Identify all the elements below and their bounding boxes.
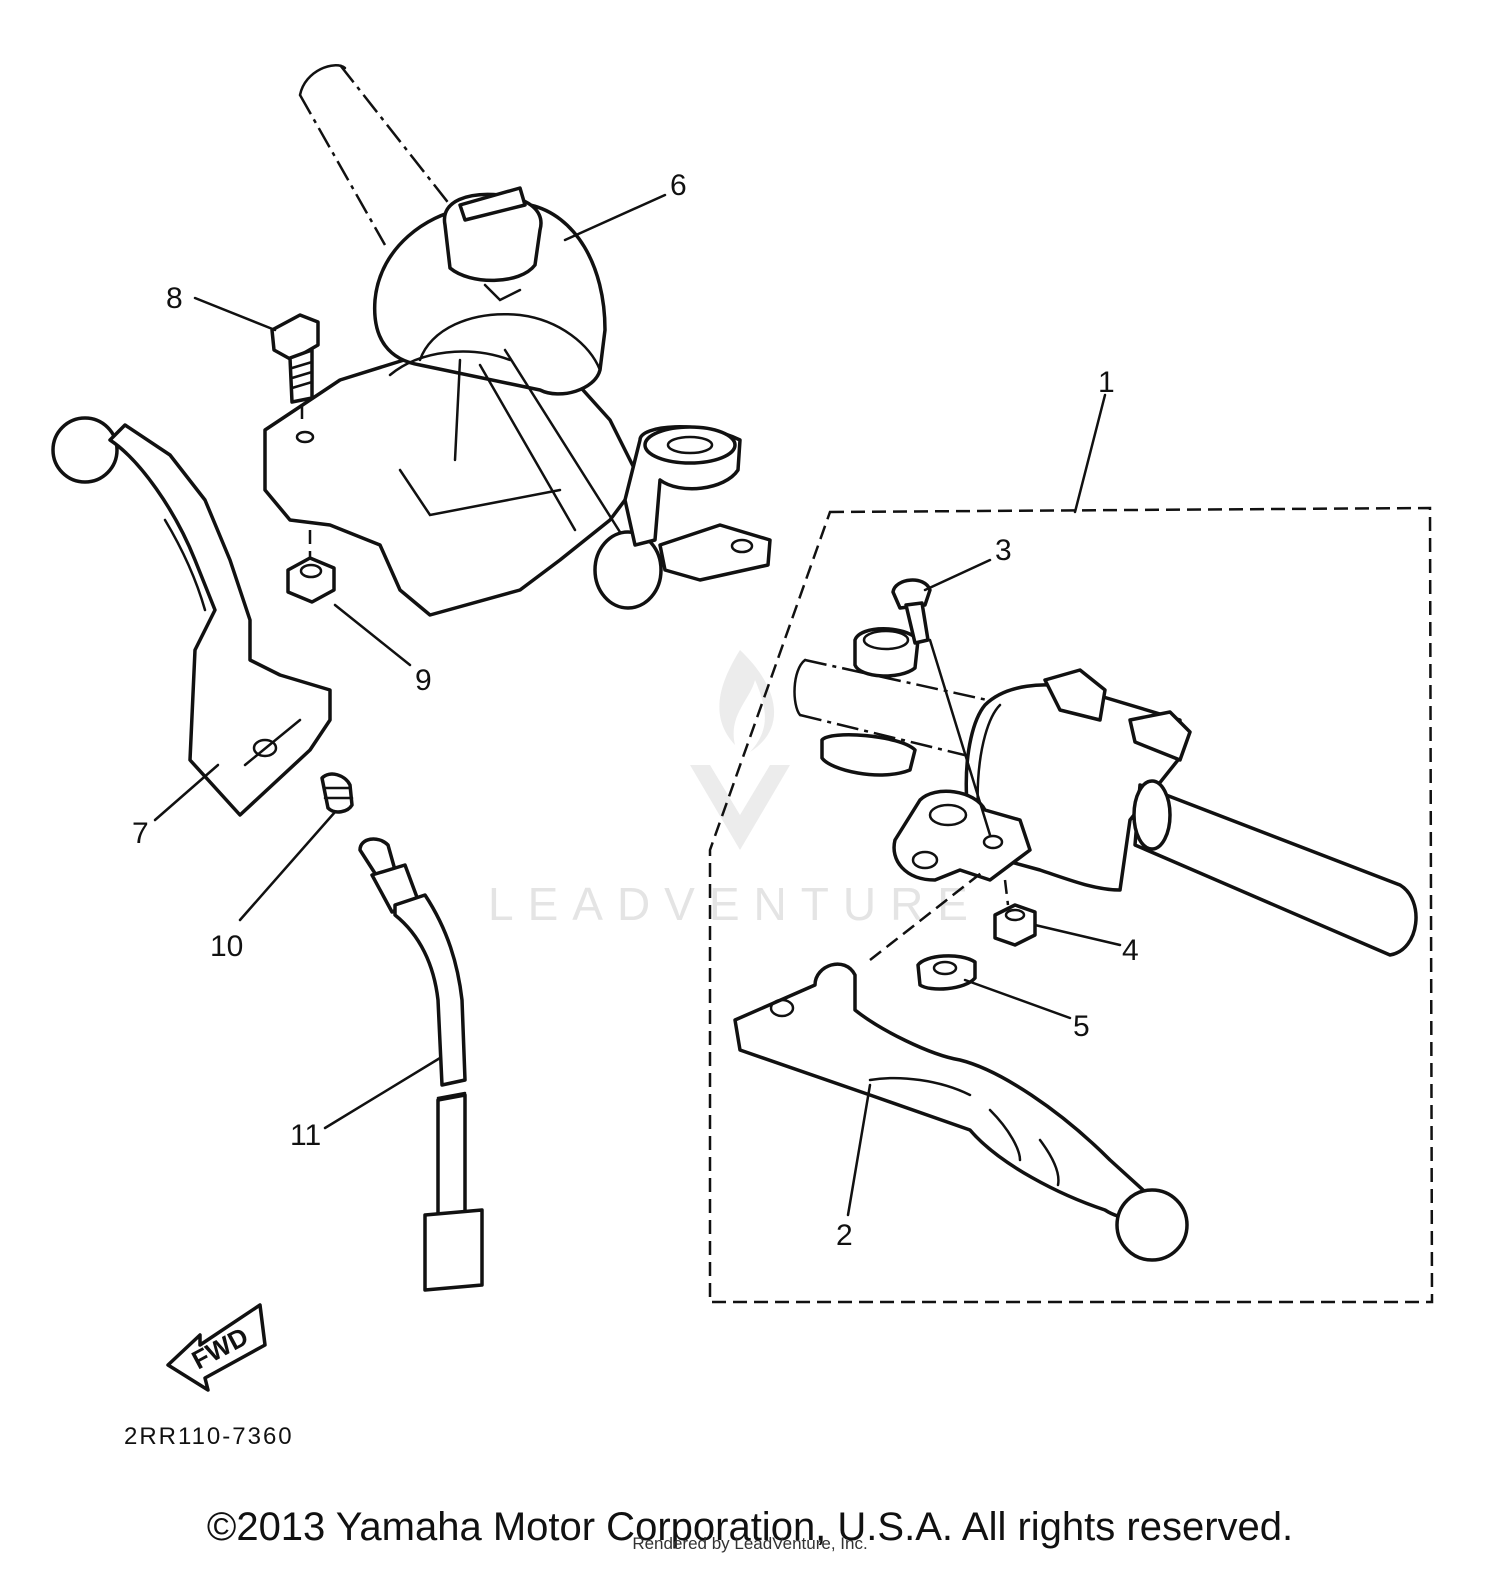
copyright-notice: ©2013 Yamaha Motor Corporation, U.S.A. A… <box>206 1505 1294 1549</box>
callout-10: 10 <box>210 930 243 963</box>
leadventure-watermark: LEADVENTURE <box>488 650 982 930</box>
lever-assembly-box <box>708 506 1434 1304</box>
callout-2: 2 <box>836 1219 853 1252</box>
collar <box>916 954 977 991</box>
screw <box>891 578 992 837</box>
callouts: 1 2 3 4 5 6 7 8 9 10 11 <box>132 169 1139 1252</box>
watermark-text: LEADVENTURE <box>488 878 982 930</box>
throttle-cable <box>358 837 484 1292</box>
nut-4 <box>993 879 1037 947</box>
fwd-arrow: FWD <box>166 1303 267 1392</box>
bolt <box>270 313 320 425</box>
nut-9 <box>286 530 336 604</box>
throttle-housing <box>263 64 772 617</box>
callout-11: 11 <box>290 1119 321 1152</box>
callout-1: 1 <box>1098 366 1115 399</box>
callout-7: 7 <box>132 817 149 850</box>
callout-5: 5 <box>1073 1010 1090 1043</box>
leader-lines <box>153 193 1122 1217</box>
drawing-code: 2RR110-7360 <box>124 1423 294 1450</box>
brake-lever-holder <box>793 627 1418 957</box>
clutch-lever <box>51 416 332 817</box>
spring <box>320 772 354 814</box>
callout-4: 4 <box>1122 934 1139 967</box>
callout-9: 9 <box>415 664 432 697</box>
callout-3: 3 <box>995 534 1012 567</box>
callout-8: 8 <box>166 282 183 315</box>
callout-6: 6 <box>670 169 687 202</box>
rendered-by-credit: Rendered by LeadVenture, Inc. <box>632 1534 868 1553</box>
brake-lever <box>733 869 1189 1262</box>
